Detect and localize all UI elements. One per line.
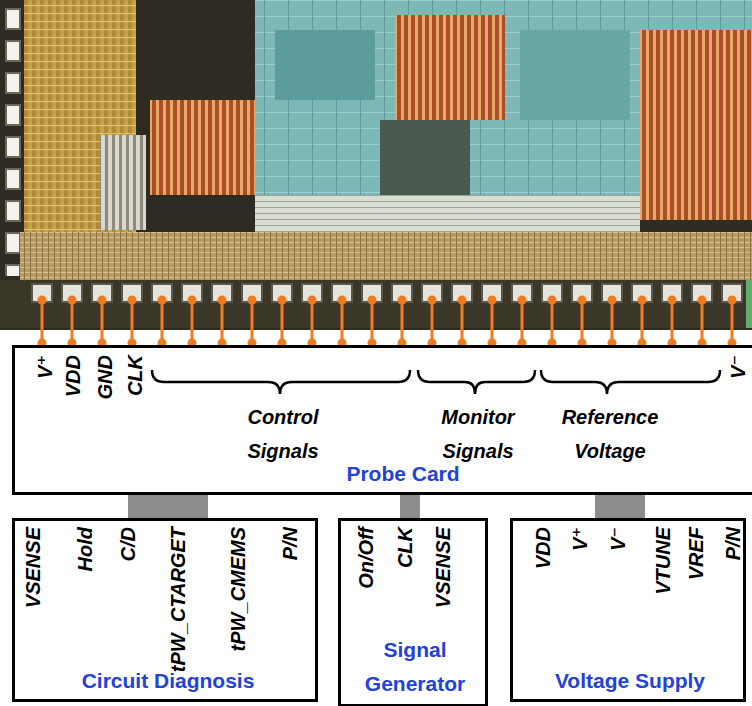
group-label: Monitor Signals — [423, 400, 533, 468]
signal-label: P/N — [280, 527, 300, 560]
probe-needles — [27, 294, 747, 348]
cable-connector — [400, 495, 420, 518]
transistor-array — [395, 15, 505, 120]
signal-label: V⁺ — [35, 355, 55, 379]
equipment-box: On/Off CLK VSENSE Signal Generator — [338, 518, 488, 706]
wiring-band — [20, 232, 752, 282]
signal-label: GND — [95, 355, 115, 399]
signal-label: VDD — [63, 355, 83, 397]
core-block — [275, 30, 375, 100]
signal-label: V⁺ — [570, 527, 590, 551]
signal-label: VSENSE — [433, 527, 453, 608]
signal-label: C/D — [118, 527, 138, 561]
signal-label: VTUNE — [653, 527, 673, 595]
signal-label: V⁻ — [728, 355, 748, 379]
die-ground — [0, 0, 752, 330]
signal-label: Hold — [75, 527, 95, 571]
cable-connector — [128, 495, 208, 518]
capacitor-array — [100, 135, 146, 230]
equipment-box: VSENSE Hold C/D tPW_CTARGET tPW_CMEMS P/N Circ… — [12, 518, 318, 702]
cable-connector — [595, 495, 645, 518]
equipment-box: V⁺ VDD GND CLK Control Signals Monitor Signal… — [12, 345, 752, 495]
signal-label: CLK — [125, 355, 145, 396]
box-title: Circuit Diagnosis — [28, 669, 308, 693]
signal-label: On/Off — [356, 527, 376, 589]
box-title: Voltage Supply — [530, 669, 730, 693]
signal-label: P/N — [723, 527, 743, 560]
equipment-box: VDD V⁺ V⁻ VTUNE VREF P/N Voltage Supply — [510, 518, 746, 702]
signal-label: tPW_CTARGET — [168, 527, 188, 672]
core-block — [520, 30, 630, 120]
group-label: Control Signals — [233, 400, 333, 468]
group-brace — [418, 370, 535, 394]
group-brace — [541, 370, 720, 394]
group-brace — [152, 370, 410, 394]
signal-label: V⁻ — [608, 527, 628, 551]
signal-label: tPW_CMEMS — [228, 527, 248, 651]
box-title: Probe Card — [283, 462, 523, 486]
signal-label: VREF — [686, 527, 706, 580]
box-title: Signal Generator — [350, 633, 480, 701]
transistor-array — [640, 30, 752, 220]
bond-pad-column — [4, 4, 22, 276]
group-label: Reference Voltage — [550, 400, 670, 468]
routing-band — [255, 195, 640, 233]
signal-label: VSENSE — [23, 527, 43, 608]
transistor-array — [150, 100, 255, 195]
signal-label: CLK — [395, 527, 415, 568]
signal-label: VDD — [533, 527, 553, 569]
